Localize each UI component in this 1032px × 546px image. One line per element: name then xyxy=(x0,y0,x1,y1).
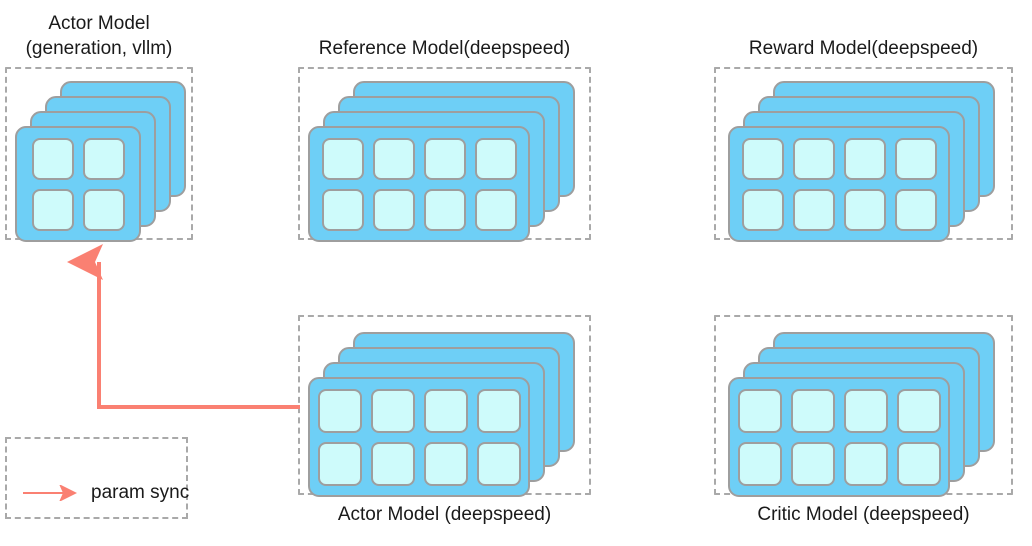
gpu-chip xyxy=(894,188,937,231)
legend-label: param sync xyxy=(91,482,190,503)
gpu-chip xyxy=(372,188,415,231)
gpu-chip xyxy=(474,137,517,180)
gpu-chip xyxy=(423,388,468,433)
gpu-chip xyxy=(372,137,415,180)
gpu-chip xyxy=(370,441,415,486)
group-title-actor-deepspeed: Actor Model (deepspeed) xyxy=(337,504,552,525)
gpu-chip xyxy=(790,441,835,486)
model-group-critic-deepspeed: Critic Model (deepspeed) xyxy=(714,315,1013,525)
gpu-card-front-reward-deepspeed xyxy=(728,126,950,242)
gpu-card-front-actor-deepspeed xyxy=(308,377,530,497)
gpu-chip xyxy=(792,137,835,180)
gpu-chip xyxy=(843,388,888,433)
gpu-chip xyxy=(321,188,364,231)
gpu-chip xyxy=(476,388,521,433)
gpu-card-front-actor-vllm xyxy=(15,126,141,242)
model-group-actor-vllm: Actor Model (generation, vllm) xyxy=(5,13,193,242)
gpu-chip xyxy=(82,188,125,231)
gpu-chip xyxy=(317,441,362,486)
legend: param sync xyxy=(5,437,189,519)
gpu-chip xyxy=(790,388,835,433)
gpu-chip xyxy=(894,137,937,180)
model-group-reference-deepspeed: Reference Model(deepspeed) xyxy=(298,38,591,242)
gpu-chip xyxy=(423,188,466,231)
gpu-chip xyxy=(843,137,886,180)
gpu-chip xyxy=(737,441,782,486)
gpu-chip xyxy=(423,137,466,180)
gpu-chip xyxy=(792,188,835,231)
gpu-chip xyxy=(896,441,941,486)
model-group-actor-deepspeed: Actor Model (deepspeed) xyxy=(298,315,591,525)
gpu-chip xyxy=(321,137,364,180)
gpu-chip xyxy=(476,441,521,486)
gpu-chip xyxy=(31,188,74,231)
group-title-actor-vllm: Actor Model (generation, vllm) xyxy=(25,13,173,59)
legend-entry-param-sync: param sync xyxy=(7,482,189,504)
gpu-card-stack-reference-deepspeed xyxy=(308,81,575,242)
param-sync-arrow-path xyxy=(67,244,300,409)
gpu-chip xyxy=(737,388,782,433)
group-title-critic-deepspeed: Critic Model (deepspeed) xyxy=(757,504,970,525)
gpu-card-front-critic-deepspeed xyxy=(728,377,950,497)
gpu-card-stack-actor-deepspeed xyxy=(308,332,575,497)
group-title-reward-deepspeed: Reward Model(deepspeed) xyxy=(748,38,979,59)
gpu-chip xyxy=(474,188,517,231)
gpu-chip xyxy=(317,388,362,433)
gpu-chip xyxy=(370,388,415,433)
model-group-reward-deepspeed: Reward Model(deepspeed) xyxy=(714,38,1013,242)
legend-arrow-icon xyxy=(23,485,77,501)
gpu-chip xyxy=(741,137,784,180)
gpu-chip xyxy=(741,188,784,231)
gpu-card-stack-reward-deepspeed xyxy=(728,81,995,242)
gpu-card-front-reference-deepspeed xyxy=(308,126,530,242)
gpu-card-stack-actor-vllm xyxy=(15,81,186,242)
gpu-card-stack-critic-deepspeed xyxy=(728,332,995,497)
group-title-reference-deepspeed: Reference Model(deepspeed) xyxy=(318,38,571,59)
gpu-chip xyxy=(843,188,886,231)
gpu-chip xyxy=(31,137,74,180)
gpu-chip xyxy=(843,441,888,486)
gpu-chip xyxy=(423,441,468,486)
gpu-chip xyxy=(896,388,941,433)
gpu-chip xyxy=(82,137,125,180)
